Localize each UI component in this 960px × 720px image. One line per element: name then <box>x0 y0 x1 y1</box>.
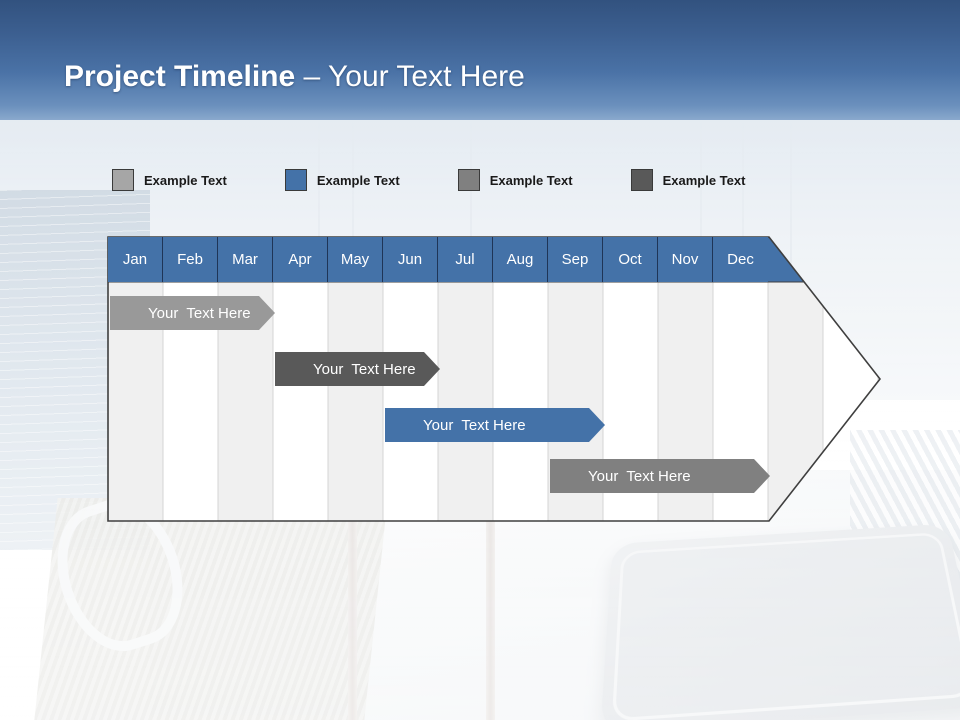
legend-swatch <box>285 169 307 191</box>
photo-deck-hatch <box>600 524 960 720</box>
legend-item[interactable]: Example Text <box>285 169 400 191</box>
title-band: Project Timeline – Your Text Here <box>0 0 960 120</box>
month-header-cell[interactable]: Jun <box>383 237 438 282</box>
legend-swatch <box>631 169 653 191</box>
month-header-row: JanFebMarAprMayJunJulAugSepOctNovDec <box>108 237 768 282</box>
month-header-cell[interactable]: Oct <box>603 237 658 282</box>
task-bar[interactable]: Your Text Here <box>550 459 770 493</box>
legend: Example Text Example Text Example Text Exam… <box>112 169 803 191</box>
legend-item[interactable]: Example Text <box>112 169 227 191</box>
month-header-cell[interactable]: Nov <box>658 237 713 282</box>
legend-item[interactable]: Example Text <box>458 169 573 191</box>
photo-hatch-glass <box>612 532 960 720</box>
legend-swatch <box>458 169 480 191</box>
month-header-cell[interactable]: Apr <box>273 237 328 282</box>
legend-item[interactable]: Example Text <box>631 169 746 191</box>
month-header-cell[interactable]: Jul <box>438 237 493 282</box>
month-header-cell[interactable]: Jan <box>108 237 163 282</box>
legend-label: Example Text <box>490 173 573 188</box>
page-title-bold: Project Timeline <box>64 60 295 93</box>
gantt-chart: JanFebMarAprMayJunJulAugSepOctNovDec You… <box>107 236 881 522</box>
legend-swatch <box>112 169 134 191</box>
month-header-cell[interactable]: Aug <box>493 237 548 282</box>
photo-mast <box>486 510 495 720</box>
legend-label: Example Text <box>317 173 400 188</box>
task-bar[interactable]: Your Text Here <box>385 408 605 442</box>
month-header-cell[interactable]: Dec <box>713 237 768 282</box>
month-header-cell[interactable]: Feb <box>163 237 218 282</box>
task-bar[interactable]: Your Text Here <box>275 352 440 386</box>
legend-label: Example Text <box>663 173 746 188</box>
photo-mast <box>348 510 357 720</box>
month-header-cell[interactable]: Mar <box>218 237 273 282</box>
page-title: Project Timeline – Your Text Here <box>64 60 525 94</box>
task-bar[interactable]: Your Text Here <box>110 296 275 330</box>
month-header-cell[interactable]: Sep <box>548 237 603 282</box>
month-header-cell[interactable]: May <box>328 237 383 282</box>
legend-label: Example Text <box>144 173 227 188</box>
page-title-separator: – <box>295 60 328 93</box>
page-title-light: Your Text Here <box>328 60 525 93</box>
